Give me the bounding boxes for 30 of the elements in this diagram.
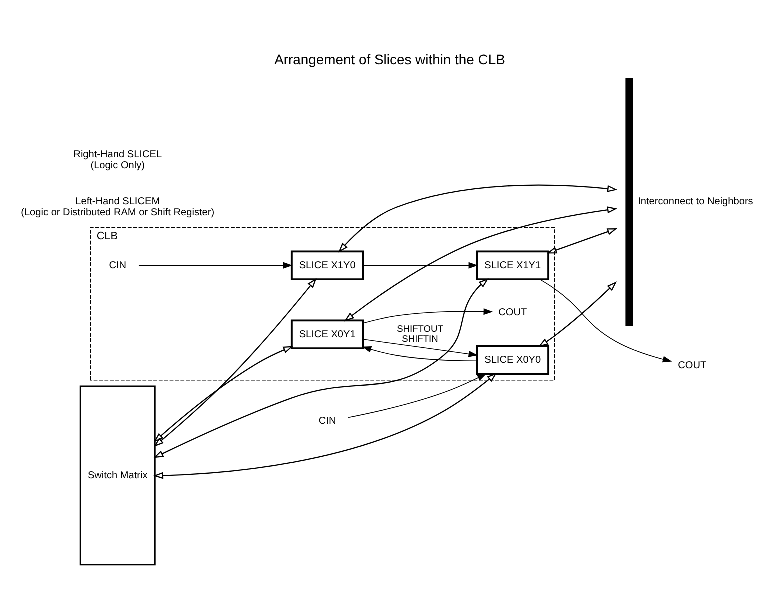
node-text: COUT [678,360,707,372]
node-bar [626,78,634,326]
arrow [138,262,293,269]
arrow [348,374,487,418]
node-box: Switch Matrix [80,386,156,566]
arrow [362,346,478,362]
arrow [338,184,618,253]
node-box: SLICE X1Y1 [476,250,550,281]
arrow [362,262,478,269]
arrow [362,339,478,358]
node-box: SLICE X1Y0 [290,250,364,281]
arrow [538,282,618,348]
edge-label: SHIFTOUT SHIFTIN [397,324,444,344]
arrow [540,279,672,363]
node-box: SLICE X0Y1 [290,320,364,350]
arrow [363,308,494,324]
arrow [546,228,618,254]
node-text: CIN [109,260,127,272]
node-text: COUT [498,308,528,319]
arrow [154,278,317,448]
arrow [344,206,618,322]
node-label: Interconnect to Neighbors [638,196,754,208]
arrow [153,373,498,480]
label: Left-Hand SLICEM (Logic or Distributed RAM or Shift Register) [21,196,215,219]
arrow [154,346,294,443]
diagram-title: Arrangement of Slices within the CLB [274,51,506,68]
node-box: SLICE X0Y0 [476,345,550,376]
node-text: CIN [318,416,336,428]
arrow [154,278,489,458]
label: Right-Hand SLICEL (Logic Only) [74,149,162,172]
